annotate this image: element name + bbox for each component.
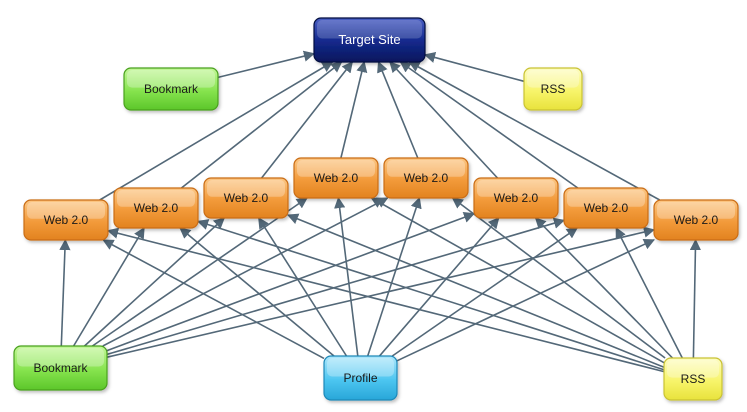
node-label-rss_bot: RSS [681, 372, 706, 386]
node-w1: Web 2.0 [23, 199, 109, 241]
arrow-bm_bot-to-w1 [59, 238, 71, 347]
node-box-w5 [383, 157, 469, 199]
node-label-w4: Web 2.0 [314, 171, 359, 185]
node-gloss-w1 [27, 202, 105, 219]
arrow-bm_bot-to-w4 [91, 197, 308, 347]
arrow-rss_bot-to-w7 [615, 227, 684, 359]
arrow-w3-to-target [260, 61, 353, 179]
arrow-w4-to-target [340, 60, 368, 159]
node-rss_bot: RSS [663, 357, 723, 401]
node-label-profile: Profile [343, 371, 377, 385]
node-bm_top: Bookmark [123, 67, 219, 111]
node-box-w2 [113, 187, 199, 229]
node-w5: Web 2.0 [383, 157, 469, 199]
node-label-w8: Web 2.0 [674, 213, 719, 227]
node-box-w4 [293, 157, 379, 199]
arrow-rss_bot-to-w3 [286, 213, 665, 369]
node-w3: Web 2.0 [203, 177, 289, 219]
arrow-profile-to-w6 [378, 217, 500, 357]
arrow-rss_bot-to-w2 [196, 219, 665, 371]
arrow-bm_bot-to-w2 [72, 227, 145, 347]
node-label-bm_bot: Bookmark [33, 361, 88, 375]
node-box-w6 [473, 177, 559, 219]
node-gloss-rss_top [527, 70, 579, 88]
node-gloss-w8 [657, 202, 735, 219]
node-label-target: Target Site [338, 32, 400, 47]
node-gloss-rss_bot [667, 360, 719, 378]
arrow-profile-to-w7 [391, 227, 579, 357]
arrow-rss_bot-to-w8 [689, 238, 702, 359]
arrow-profile-to-w3 [258, 217, 348, 357]
arrow-bm_bot-to-w6 [106, 211, 476, 352]
arrow-w6-to-target [389, 61, 499, 179]
node-label-w1: Web 2.0 [44, 213, 89, 227]
arrow-rss_bot-to-w5 [451, 197, 666, 359]
node-gloss-w7 [567, 190, 645, 207]
node-box-bm_top [123, 67, 219, 111]
node-label-bm_top: Bookmark [144, 82, 199, 96]
node-w4: Web 2.0 [293, 157, 379, 199]
arrow-w2-to-target [180, 61, 343, 189]
arrow-bm_bot-to-w8 [106, 226, 656, 358]
node-box-w7 [563, 187, 649, 229]
arrow-w5-to-target [377, 60, 419, 159]
node-box-w8 [653, 199, 739, 241]
edges-layer [59, 50, 702, 373]
node-w8: Web 2.0 [653, 199, 739, 241]
node-gloss-bm_top [127, 70, 215, 88]
node-gloss-w3 [207, 180, 285, 197]
node-w6: Web 2.0 [473, 177, 559, 219]
node-w2: Web 2.0 [113, 187, 199, 229]
arrow-bm_top-to-target [217, 50, 316, 79]
node-bm_bot: Bookmark [13, 345, 108, 391]
arrow-rss_bot-to-w6 [534, 217, 674, 359]
node-label-w6: Web 2.0 [494, 191, 539, 205]
node-gloss-bm_bot [17, 348, 104, 367]
node-rss_top: RSS [523, 67, 583, 111]
arrow-rss_bot-to-w4 [370, 197, 665, 364]
arrow-bm_bot-to-w5 [102, 197, 389, 347]
arrow-bm_bot-to-w3 [83, 217, 226, 347]
arrow-profile-to-w1 [102, 239, 325, 360]
node-box-w1 [23, 199, 109, 241]
node-w7: Web 2.0 [563, 187, 649, 229]
arrow-w1-to-target [99, 61, 334, 201]
node-box-rss_top [523, 67, 583, 111]
node-label-w5: Web 2.0 [404, 171, 449, 185]
node-label-w2: Web 2.0 [134, 201, 179, 215]
arrow-w7-to-target [399, 61, 579, 189]
node-gloss-w4 [297, 160, 375, 177]
node-label-rss_top: RSS [541, 82, 566, 96]
node-box-rss_bot [663, 357, 723, 401]
node-profile: Profile [323, 355, 398, 401]
node-gloss-w5 [387, 160, 465, 177]
node-box-bm_bot [13, 345, 108, 391]
node-gloss-target [317, 20, 422, 39]
arrow-w8-to-target [408, 61, 661, 201]
arrow-profile-to-w2 [179, 227, 335, 357]
node-gloss-profile [327, 358, 394, 377]
arrow-rss_bot-to-w1 [106, 227, 665, 373]
arrow-profile-to-w5 [366, 196, 422, 357]
arrow-profile-to-w8 [396, 239, 656, 362]
node-box-target [313, 17, 426, 63]
arrow-bm_bot-to-w7 [106, 217, 566, 356]
node-gloss-w6 [477, 180, 555, 197]
arrow-profile-to-w4 [334, 196, 359, 357]
node-box-w3 [203, 177, 289, 219]
arrow-rss_top-to-target [423, 51, 525, 83]
node-gloss-w2 [117, 190, 195, 207]
node-label-w7: Web 2.0 [584, 201, 629, 215]
node-box-profile [323, 355, 398, 401]
node-target: Target Site [313, 17, 426, 63]
node-label-w3: Web 2.0 [224, 191, 269, 205]
